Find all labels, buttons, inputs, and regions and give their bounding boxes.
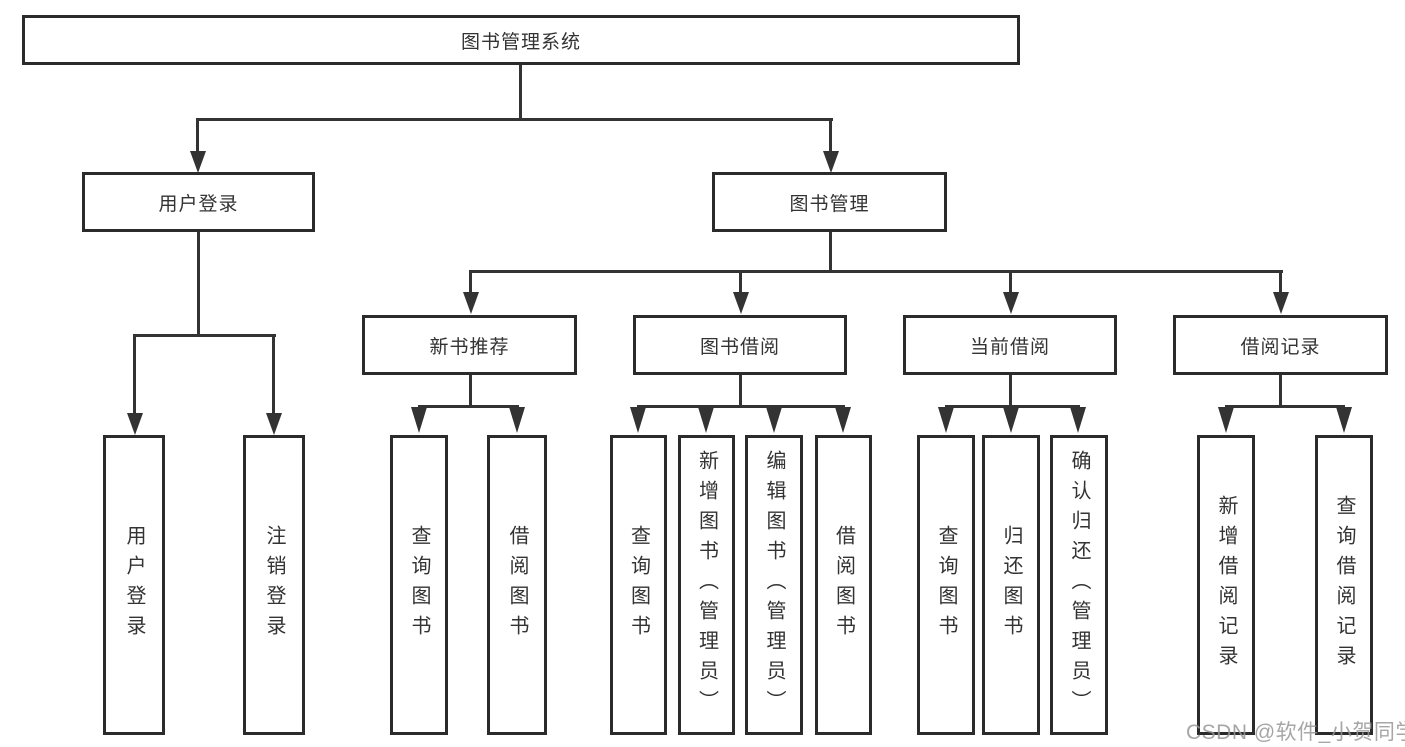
node-label: 图书管理系统 <box>460 31 581 53</box>
node-label: 新增图书（管理员） <box>695 450 718 720</box>
arrow-down-icon <box>463 292 479 314</box>
connector-stem-root <box>519 64 522 120</box>
connector-drop-l3 <box>469 270 472 294</box>
arrow-down-icon <box>1003 292 1019 314</box>
arrow-down-icon <box>509 407 525 433</box>
connector-stem-book-borrow <box>739 374 742 407</box>
leaf-user-login: 用户登录 <box>103 435 165 735</box>
node-label: 查询图书 <box>935 525 957 645</box>
node-label: 编辑图书（管理员） <box>763 450 785 720</box>
connector-rail-book-mgmt <box>469 270 1283 273</box>
node-label: 归还图书 <box>1000 525 1022 645</box>
node-current-borrow: 当前借阅 <box>903 315 1117 375</box>
connector-drop-l3 <box>739 270 742 294</box>
arrow-down-icon <box>630 407 646 433</box>
arrow-down-icon <box>766 407 782 433</box>
arrow-down-icon <box>190 151 206 173</box>
leaf-borrow-books: 借阅图书 <box>815 435 872 735</box>
connector-drop-book-mgmt <box>829 118 832 153</box>
leaf-confirm-return-admin: 确认归还（管理员） <box>1050 435 1108 735</box>
node-label: 新增借阅记录 <box>1215 495 1237 675</box>
leaf-query-books-recommend: 查询图书 <box>390 435 448 735</box>
node-label: 用户登录 <box>123 525 145 645</box>
leaf-edit-books-admin: 编辑图书（管理员） <box>745 435 803 735</box>
connector-drop-l3 <box>1279 270 1282 294</box>
arrow-down-icon <box>127 413 143 435</box>
leaf-query-books-borrow: 查询图书 <box>610 435 667 735</box>
arrow-down-icon <box>1070 407 1086 433</box>
arrow-down-icon <box>835 407 851 433</box>
arrow-down-icon <box>938 407 954 433</box>
leaf-add-borrow-record: 新增借阅记录 <box>1197 435 1255 735</box>
node-label: 确认归还（管理员） <box>1068 450 1090 720</box>
node-label: 查询图书 <box>627 525 650 645</box>
node-label: 图书借阅 <box>699 336 780 358</box>
connector-rail-root <box>196 118 833 121</box>
node-label: 借阅图书 <box>832 525 855 645</box>
connector-drop-l3 <box>1009 270 1012 294</box>
arrow-down-icon <box>266 413 282 435</box>
arrow-down-icon <box>1003 407 1019 433</box>
arrow-down-icon <box>411 407 427 433</box>
leaf-query-books-current: 查询图书 <box>917 435 975 735</box>
connector-rail-user-login <box>133 334 276 337</box>
connector-rail-borrow-records <box>1225 405 1345 408</box>
node-label: 查询借阅记录 <box>1333 495 1355 675</box>
node-label: 图书管理 <box>789 193 870 215</box>
connector-stem-user-login <box>197 231 200 337</box>
arrow-down-icon <box>733 292 749 314</box>
connector-stem-borrow-records <box>1279 374 1282 407</box>
node-label: 借阅记录 <box>1240 336 1321 358</box>
connector-stem-current-borrow <box>1009 374 1012 407</box>
arrow-down-icon <box>1218 407 1234 433</box>
connector-drop-leaf <box>133 334 136 414</box>
node-book-management: 图书管理 <box>712 172 947 232</box>
node-label: 借阅图书 <box>506 525 528 645</box>
connector-stem-new-book <box>469 374 472 407</box>
leaf-logout: 注销登录 <box>243 435 305 735</box>
node-book-management-system: 图书管理系统 <box>22 15 1020 65</box>
node-borrow-records: 借阅记录 <box>1173 315 1388 375</box>
connector-rail-current-borrow <box>945 405 1080 408</box>
leaf-borrow-books-recommend: 借阅图书 <box>487 435 547 735</box>
arrow-down-icon <box>1336 407 1352 433</box>
node-user-login-branch: 用户登录 <box>82 172 315 232</box>
node-new-book-recommend: 新书推荐 <box>362 315 577 375</box>
connector-rail-new-book <box>418 405 519 408</box>
csdn-watermark: CSDN @软件_小贺同学 <box>1186 721 1405 744</box>
leaf-query-borrow-record: 查询借阅记录 <box>1315 435 1373 735</box>
node-label: 注销登录 <box>263 525 285 645</box>
leaf-return-books: 归还图书 <box>982 435 1040 735</box>
node-label: 用户登录 <box>158 193 239 215</box>
arrow-down-icon <box>698 407 714 433</box>
node-book-borrow: 图书借阅 <box>633 315 847 375</box>
node-label: 查询图书 <box>408 525 430 645</box>
connector-stem-book-mgmt <box>829 231 832 273</box>
arrow-down-icon <box>1273 292 1289 314</box>
connector-drop-user-login <box>196 118 199 153</box>
connector-drop-leaf <box>272 334 275 414</box>
node-label: 当前借阅 <box>969 336 1050 358</box>
node-label: 新书推荐 <box>429 336 510 358</box>
connector-rail-book-borrow <box>637 405 845 408</box>
leaf-add-books-admin: 新增图书（管理员） <box>678 435 735 735</box>
arrow-down-icon <box>823 151 839 173</box>
